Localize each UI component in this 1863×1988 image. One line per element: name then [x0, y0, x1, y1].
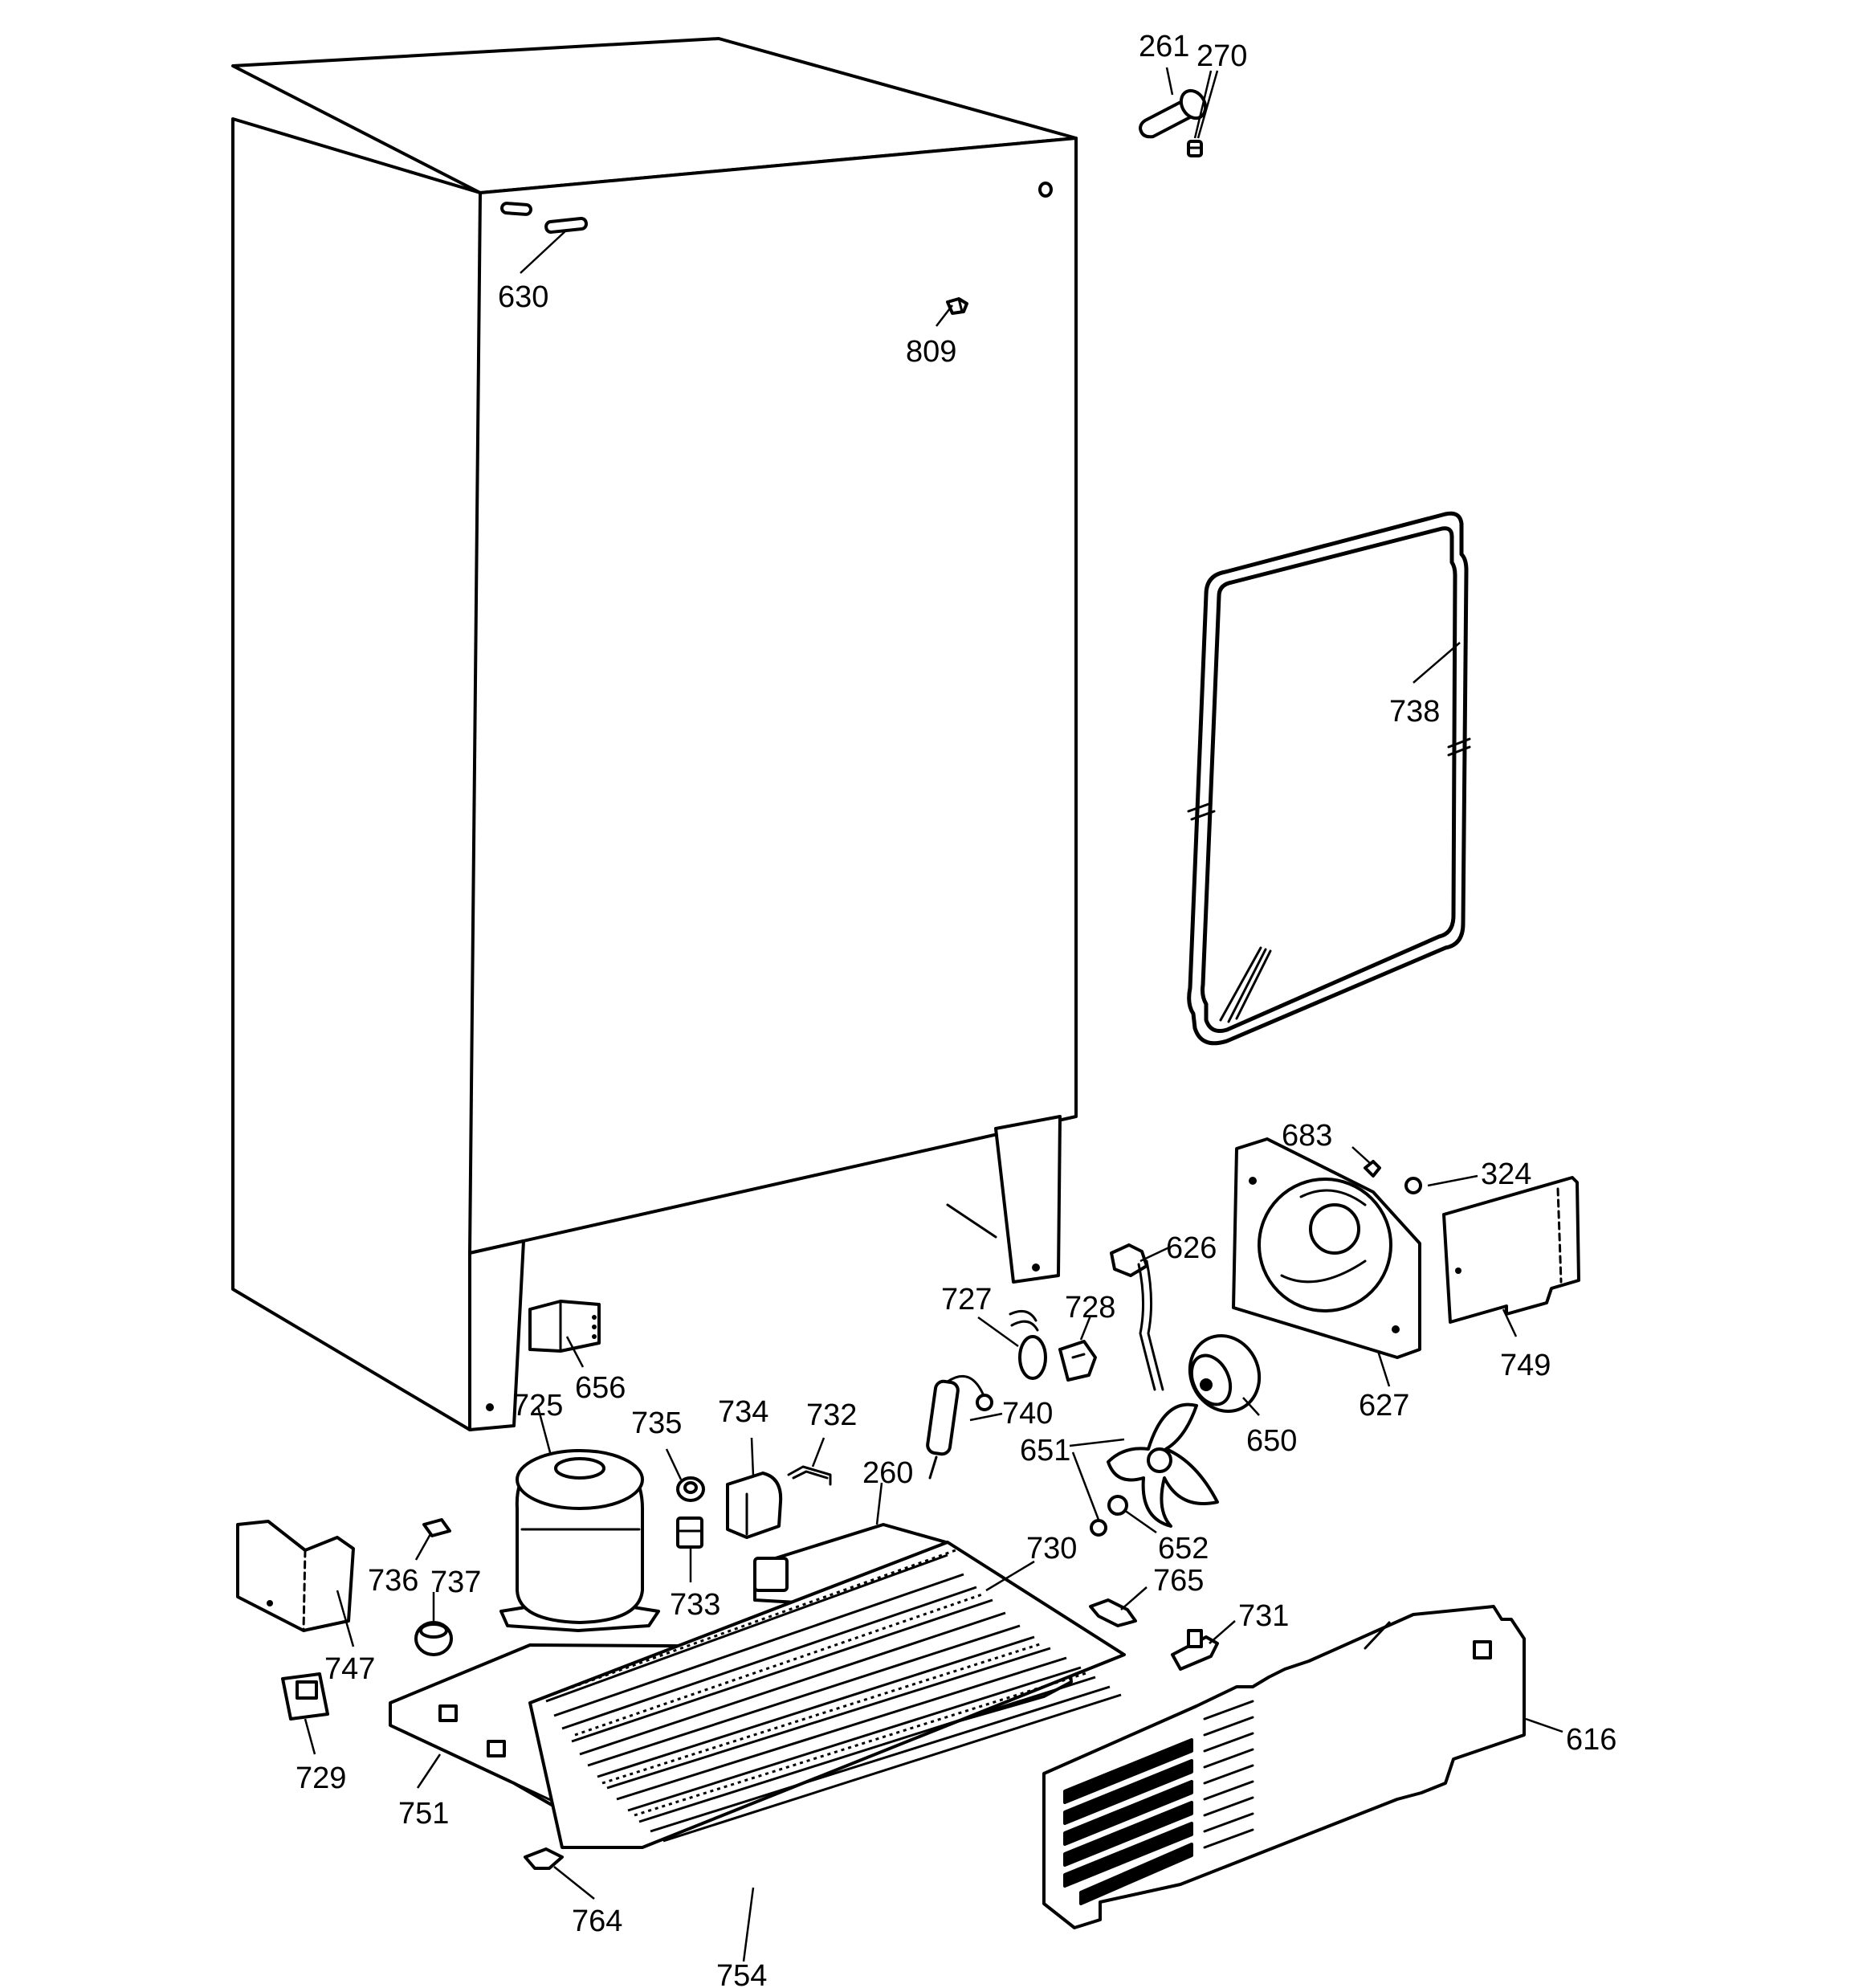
callout-732: 732 — [806, 1398, 857, 1432]
relay-728 — [1058, 1340, 1097, 1382]
callout-735: 735 — [631, 1406, 682, 1440]
leader-lines — [304, 67, 1563, 1962]
callout-747: 747 — [324, 1652, 375, 1686]
callouts: 261 270 630 809 738 683 324 626 727 728 … — [296, 30, 1616, 1988]
wire-732 — [787, 1465, 832, 1486]
callout-650: 650 — [1246, 1424, 1297, 1458]
callout-749: 749 — [1500, 1349, 1551, 1382]
clamp-764 — [524, 1847, 564, 1870]
drier-740 — [926, 1374, 993, 1480]
power-cord-626 — [1110, 1243, 1164, 1391]
washer-652 — [1107, 1495, 1128, 1516]
callout-809: 809 — [906, 335, 956, 369]
nut-651 — [1090, 1519, 1107, 1537]
compressor-725 — [499, 1449, 660, 1632]
cover-747 — [236, 1520, 355, 1632]
part-270 — [1187, 140, 1203, 157]
grommet-735 — [676, 1476, 705, 1502]
cabinet — [231, 37, 1078, 1431]
callout-733: 733 — [670, 1588, 720, 1622]
protector-736 — [422, 1518, 451, 1537]
callout-683: 683 — [1282, 1119, 1332, 1153]
callout-270: 270 — [1196, 39, 1247, 73]
callout-616: 616 — [1566, 1723, 1616, 1757]
callout-736: 736 — [368, 1564, 418, 1598]
callout-754: 754 — [716, 1959, 767, 1988]
relay-729 — [281, 1672, 329, 1721]
callout-324: 324 — [1481, 1157, 1531, 1191]
cover-749 — [1442, 1176, 1580, 1324]
callout-731: 731 — [1238, 1599, 1289, 1633]
capacitor-727 — [1009, 1309, 1047, 1380]
callout-740: 740 — [1002, 1397, 1053, 1431]
callout-261: 261 — [1139, 30, 1189, 63]
callout-738: 738 — [1389, 695, 1440, 729]
callout-751: 751 — [398, 1797, 449, 1831]
callout-734: 734 — [718, 1395, 768, 1429]
screw-324 — [1404, 1177, 1422, 1194]
callout-651: 651 — [1020, 1434, 1070, 1468]
callout-630: 630 — [498, 280, 548, 314]
fan-motor-650 — [1188, 1334, 1262, 1413]
bracket-656 — [528, 1300, 601, 1353]
callout-730: 730 — [1026, 1532, 1077, 1565]
callout-728: 728 — [1065, 1291, 1115, 1325]
grommet-737 — [414, 1621, 453, 1656]
callout-627: 627 — [1359, 1389, 1409, 1423]
callout-765: 765 — [1153, 1564, 1204, 1598]
fan-blade-651 — [1107, 1402, 1219, 1528]
callout-729: 729 — [296, 1761, 346, 1795]
screw-809 — [946, 297, 968, 315]
clip-733 — [676, 1517, 703, 1549]
callout-260: 260 — [862, 1456, 913, 1490]
screw-683 — [1364, 1160, 1381, 1178]
gasket-738 — [1187, 511, 1471, 1046]
fan-shroud-627 — [1232, 1137, 1421, 1359]
grille-616 — [1042, 1605, 1526, 1929]
callout-626: 626 — [1166, 1231, 1217, 1265]
callout-727: 727 — [941, 1283, 992, 1316]
callout-764: 764 — [572, 1904, 622, 1938]
callout-737: 737 — [430, 1565, 481, 1599]
condenser-730 — [528, 1541, 1126, 1849]
callout-656: 656 — [575, 1371, 626, 1405]
callout-725: 725 — [512, 1389, 563, 1423]
terminal-cover-734 — [726, 1472, 783, 1539]
bracket-731 — [1171, 1629, 1219, 1671]
callout-652: 652 — [1158, 1532, 1209, 1565]
bracket-765 — [1089, 1598, 1137, 1627]
